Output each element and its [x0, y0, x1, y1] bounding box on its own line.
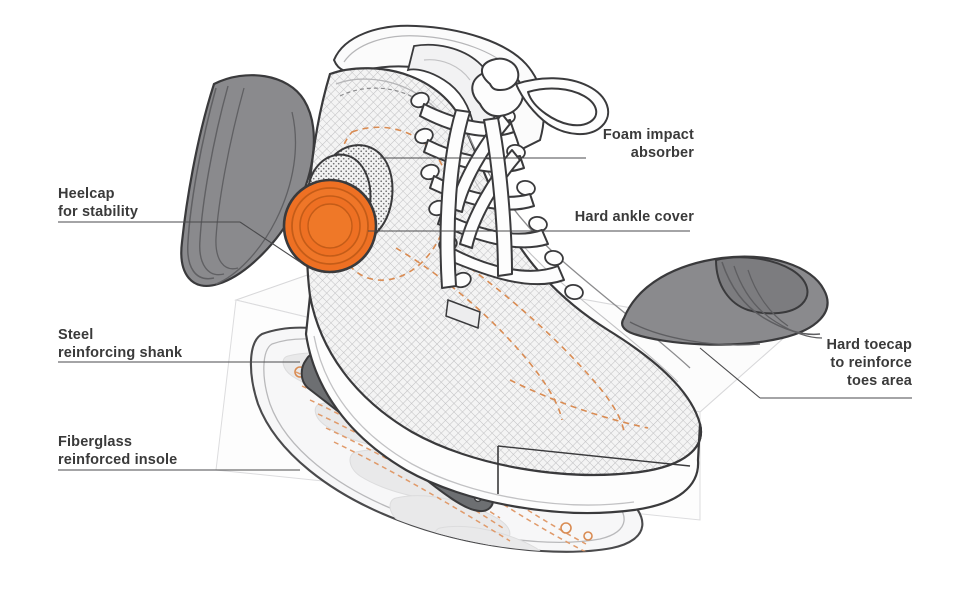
toecap-shell: [621, 255, 829, 346]
shoe-laces: [410, 57, 610, 300]
callout-fiberglass-reinforced-insole: Fiberglass reinforced insole: [58, 434, 178, 468]
callout-hard-ankle-cover: Hard ankle cover: [574, 209, 694, 225]
rubber-midsole: [304, 295, 703, 515]
callout-leader-lines: [58, 157, 912, 471]
leader-hard-toecap-angled: [699, 347, 761, 399]
callout-steel-reinforcing-shank: Steel reinforcing shank: [58, 327, 183, 361]
leader-heelcap-angled: [239, 221, 301, 263]
orange-foam-disc: [282, 178, 378, 274]
callout-foam-impact-absorber: Foam impact absorber: [602, 127, 694, 161]
callout-hard-toecap: Hard toecap to reinforce toes area: [826, 337, 912, 389]
heelcap-shell: [180, 74, 315, 287]
callout-heelcap-for-stability: Heelcap for stability: [58, 186, 139, 220]
